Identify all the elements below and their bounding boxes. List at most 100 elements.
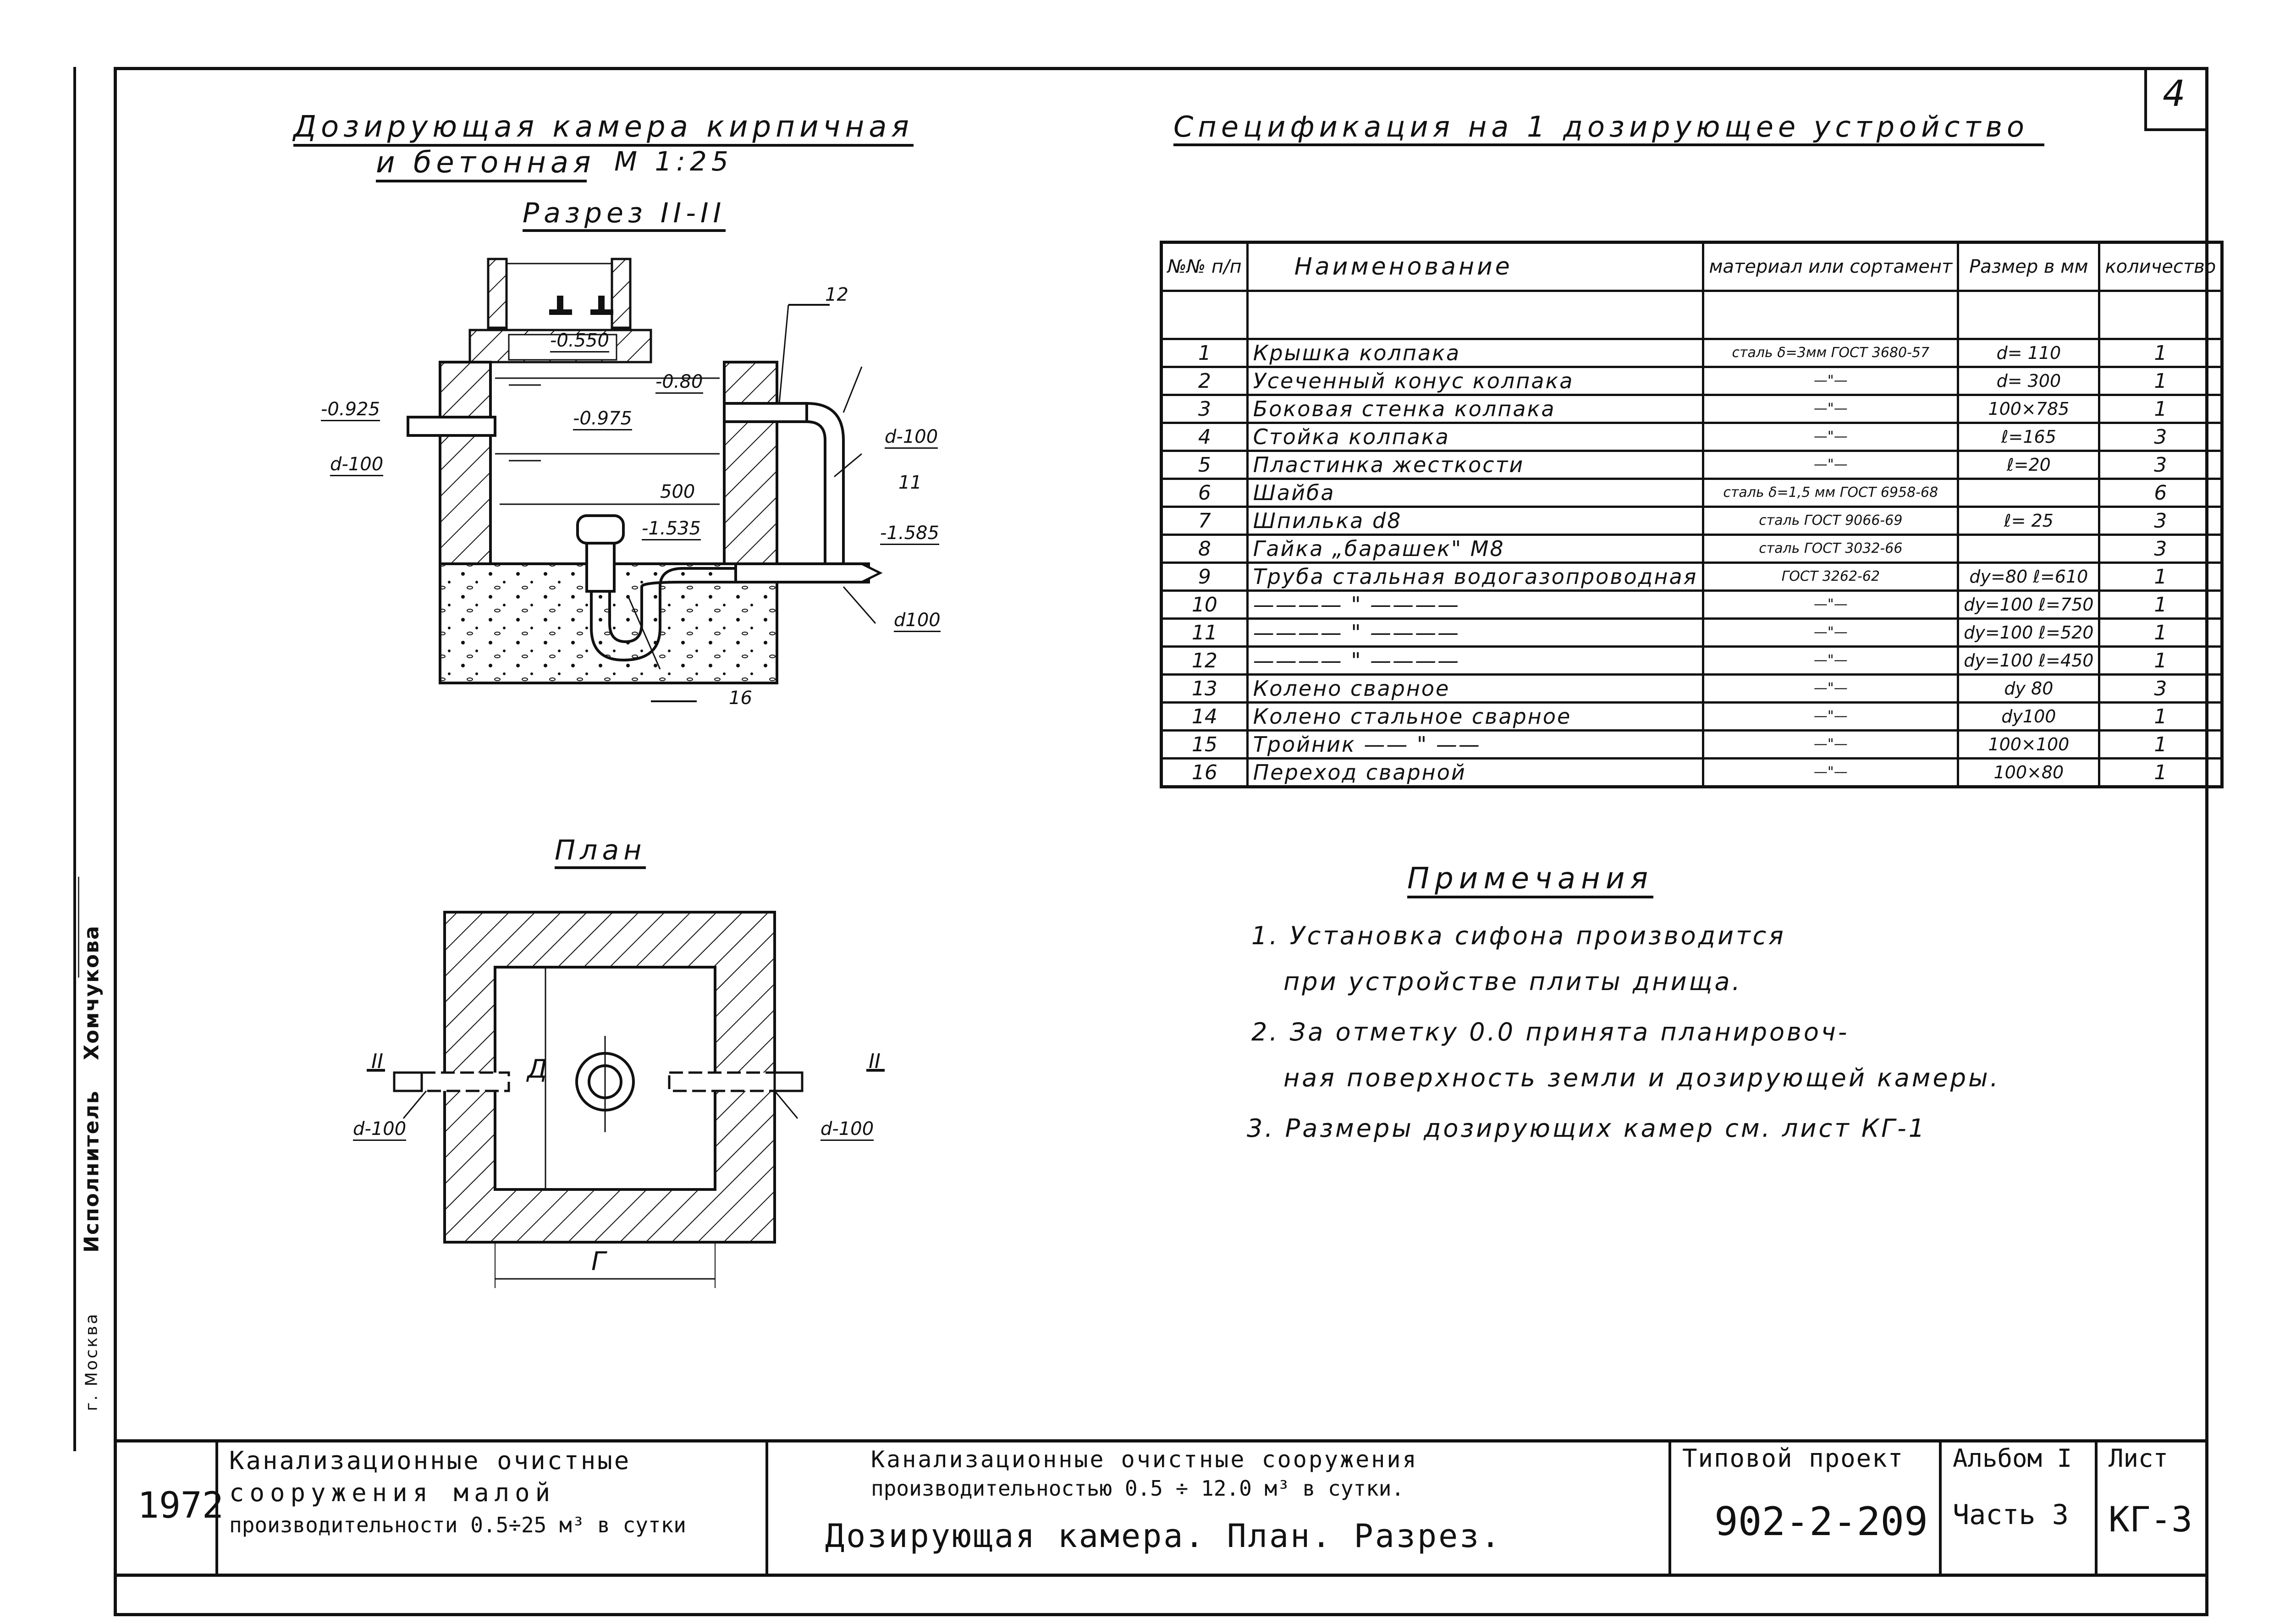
spec-cell-num: 2 (1160, 366, 1249, 396)
label-elev-080: -0.80 (655, 371, 703, 394)
stamp-block2-line1: Канализационные очистные сооружения (871, 1446, 1418, 1473)
stamp-sheet-code: КГ-3 (2109, 1499, 2193, 1540)
spec-cell-name: Колено стальное сварное (1246, 701, 1705, 732)
note-line-1: 1. Установка сифона производится (1251, 921, 1786, 950)
spec-cell-num: 13 (1160, 673, 1249, 704)
spec-table: №№ п/п Наименование материал или сортаме… (1160, 241, 2224, 788)
spec-cell-num: 12 (1160, 645, 1249, 676)
title-block-div5 (2095, 1439, 2098, 1577)
spec-cell-size: dу 80 (1957, 673, 2101, 704)
stamp-year: 1972 (138, 1485, 224, 1526)
spec-cell-qty: 3 (2098, 422, 2224, 452)
stamp-project-label: Типовой проект (1682, 1444, 1904, 1473)
spec-cell-name: ———— " ———— (1246, 645, 1705, 676)
spec-cell-material: —"— (1702, 729, 1960, 760)
plan-d100-left: d-100 (353, 1118, 407, 1141)
spec-spacer-row (1160, 290, 2224, 340)
spec-cell-qty: 6 (2098, 478, 2224, 508)
spec-cell-num: 16 (1160, 757, 1249, 788)
label-d100-right-top: d-100 (885, 426, 938, 449)
spec-cell-name: Тройник —— " —— (1246, 729, 1705, 760)
spec-cell-material: —"— (1702, 394, 1960, 424)
margin-signature (78, 864, 111, 978)
spec-header-size: Размер в мм (1957, 241, 2101, 292)
plan-drawing (367, 911, 885, 1288)
spec-cell-name: Труба стальная водогазопроводная (1246, 562, 1705, 592)
spec-title: Спецификация на 1 дозирующее устройство (1173, 110, 2044, 146)
spec-cell-num: 7 (1160, 506, 1249, 536)
spec-cell-material: —"— (1702, 701, 1960, 732)
plan-d100-right: d-100 (820, 1118, 874, 1141)
spec-cell-name: ———— " ———— (1246, 589, 1705, 620)
spec-cell-size: d= 300 (1957, 366, 2101, 396)
spec-cell-size: 100×100 (1957, 729, 2101, 760)
stamp-sheet-title: Дозирующая камера. План. Разрез. (825, 1517, 1502, 1555)
spec-cell-num: 8 (1160, 534, 1249, 564)
left-margin-strip (73, 67, 114, 1451)
spec-cell-size: dу=100 ℓ=750 (1957, 589, 2101, 620)
spec-cell-qty: 1 (2098, 589, 2224, 620)
stamp-block2-line2: производительностью 0.5 ÷ 12.0 м³ в сутк… (871, 1476, 1404, 1501)
spec-cell-qty: 1 (2098, 394, 2224, 424)
title-block (114, 1439, 2208, 1577)
spec-cell-material: —"— (1702, 617, 1960, 648)
spec-cell-material: ГОСТ 3262-62 (1702, 562, 1960, 592)
spec-cell-name: Крышка колпака (1246, 338, 1705, 368)
spec-cell-num: 11 (1160, 617, 1249, 648)
spec-cell-qty: 1 (2098, 729, 2224, 760)
spec-cell-size: 100×80 (1957, 757, 2101, 788)
spec-cell-material: —"— (1702, 450, 1960, 480)
spec-cell-qty: 3 (2098, 450, 2224, 480)
plan-dim-d: Д (527, 1054, 547, 1084)
plan-section-mark-right: II (869, 1050, 881, 1073)
page-number: 4 (2163, 73, 2186, 115)
spec-cell-material: —"— (1702, 422, 1960, 452)
spec-header-qty: количество (2098, 241, 2224, 292)
spec-cell-size: d= 110 (1957, 338, 2101, 368)
stamp-sheet-label: Лист (2109, 1444, 2169, 1473)
spec-cell-name: ———— " ———— (1246, 617, 1705, 648)
spec-header-row: №№ п/п Наименование материал или сортаме… (1160, 241, 2224, 292)
spec-cell-name: Стойка колпака (1246, 422, 1705, 452)
spec-cell-material: —"— (1702, 757, 1960, 788)
spec-cell-size: dу=100 ℓ=450 (1957, 645, 2101, 676)
spec-cell-num: 5 (1160, 450, 1249, 480)
note-line-4: ная поверхность земли и дозирующей камер… (1283, 1063, 2000, 1092)
label-elev-0550: -0.550 (550, 330, 609, 352)
label-elev-1585: -1.585 (880, 523, 939, 545)
section-drawing (407, 258, 883, 702)
spec-cell-num: 9 (1160, 562, 1249, 592)
section-title: Разрез II-II (523, 197, 726, 232)
stamp-project-number: 902-2-209 (1714, 1499, 1928, 1545)
spec-cell-material: —"— (1702, 673, 1960, 704)
label-elev-0975: -0.975 (573, 408, 632, 430)
spec-cell-material: —"— (1702, 645, 1960, 676)
spec-cell-name: Гайка „барашек" М8 (1246, 534, 1705, 564)
spec-cell-size: dу100 (1957, 701, 2101, 732)
label-callout-11: 11 (898, 472, 922, 493)
spec-cell-qty: 1 (2098, 757, 2224, 788)
spec-cell-name: Шайба (1246, 478, 1705, 508)
spec-cell-qty: 3 (2098, 506, 2224, 536)
spec-cell-material: —"— (1702, 589, 1960, 620)
spec-header-material: материал или сортамент (1702, 241, 1960, 292)
spec-cell-material: —"— (1702, 366, 1960, 396)
spec-cell-name: Колено сварное (1246, 673, 1705, 704)
spec-cell-material: сталь δ=3мм ГОСТ 3680-57 (1702, 338, 1960, 368)
spec-cell-num: 4 (1160, 422, 1249, 452)
spec-cell-size (1957, 478, 2101, 508)
spec-cell-size: ℓ=165 (1957, 422, 2101, 452)
spec-cell-qty: 1 (2098, 617, 2224, 648)
plan-dim-g: Г (591, 1247, 606, 1277)
